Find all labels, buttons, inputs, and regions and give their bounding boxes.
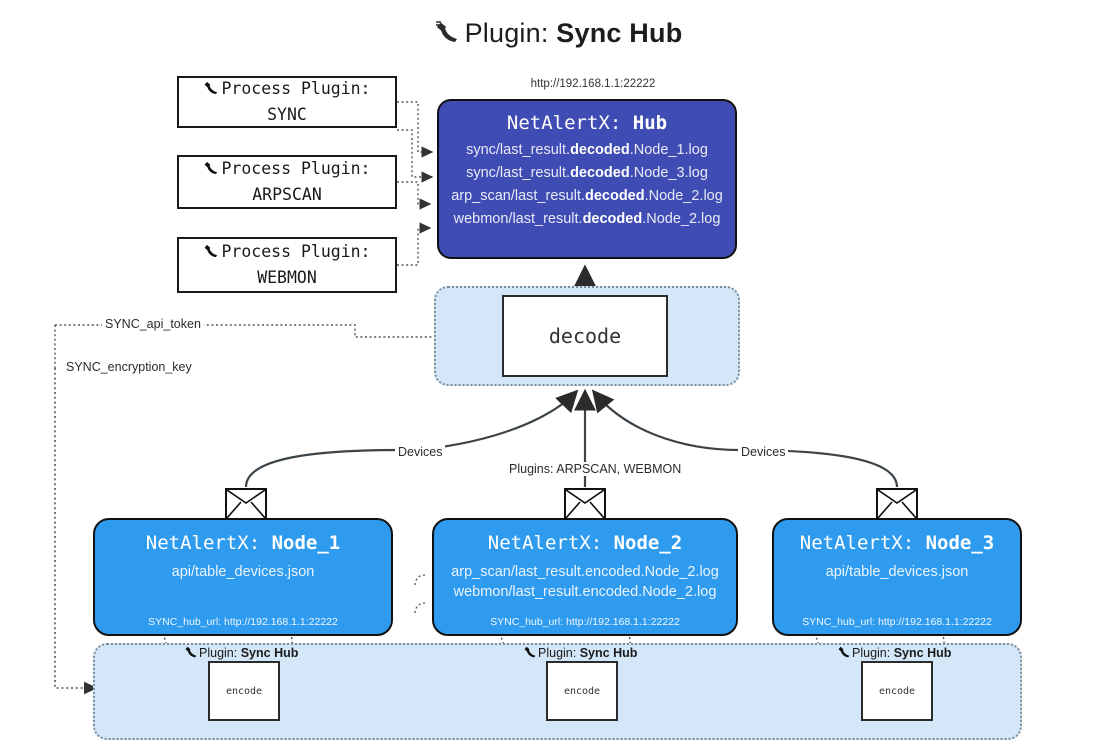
process-plugin-label: Process Plugin: <box>221 159 371 179</box>
setting-api-token-label: SYNC_api_token <box>102 317 204 331</box>
plug-icon <box>837 646 852 660</box>
node-title-name: Node_3 <box>925 532 995 554</box>
envelope-icon <box>225 488 267 520</box>
setting-encryption-key-label: SYNC_encryption_key <box>63 360 195 374</box>
log-em: decoded <box>584 188 645 204</box>
plug-icon <box>203 161 220 180</box>
encoder-plugin-tag-2: Plugin: Sync Hub <box>523 646 637 660</box>
hub-node[interactable]: NetAlertX: Hub sync/last_result.decoded.… <box>437 99 737 259</box>
node-title: NetAlertX: Node_3 <box>800 532 994 554</box>
envelope-icon <box>564 488 606 520</box>
plug-icon <box>523 646 538 660</box>
node-line-list: arp_scan/last_result.encoded.Node_2.log … <box>434 564 736 600</box>
node-title-prefix: NetAlertX: <box>145 532 261 554</box>
page-title: Plugin: Sync Hub <box>0 18 1117 52</box>
encoder-tag-prefix: Plugin: <box>538 646 577 660</box>
log-pre: arp_scan/last_result. <box>451 188 585 204</box>
encoder-tag-prefix: Plugin: <box>852 646 891 660</box>
decode-label: decode <box>548 324 622 348</box>
hub-url-label: http://192.168.1.1:22222 <box>530 78 656 90</box>
process-plugin-webmon[interactable]: Process Plugin: WEBMON <box>177 237 397 293</box>
process-plugin-name: ARPSCAN <box>252 185 322 204</box>
plug-icon <box>184 646 199 660</box>
node-title-prefix: NetAlertX: <box>799 532 915 554</box>
plug-icon <box>203 81 220 100</box>
process-plugin-name: SYNC <box>267 105 307 124</box>
encoder-tag-prefix: Plugin: <box>199 646 238 660</box>
log-post: .Node_3.log <box>629 165 708 181</box>
decode-box[interactable]: decode <box>502 295 668 377</box>
hub-log-item: arp_scan/last_result.decoded.Node_2.log <box>451 188 723 204</box>
encoder-plugin-tag-3: Plugin: Sync Hub <box>837 646 951 660</box>
edge-label-devices-right: Devices <box>738 445 789 459</box>
hub-title: NetAlertX: Hub <box>507 112 667 134</box>
node-title-name: Node_2 <box>613 532 683 554</box>
hub-log-item: sync/last_result.decoded.Node_3.log <box>466 165 708 181</box>
node-footer: SYNC_hub_url: http://192.168.1.1:22222 <box>802 616 992 628</box>
page-title-name: Sync Hub <box>556 18 683 48</box>
envelope-icon <box>876 488 918 520</box>
log-pre: sync/last_result. <box>466 165 571 181</box>
encode-label: encode <box>878 685 916 697</box>
log-post: .Node_1.log <box>629 142 708 158</box>
hub-log-item: webmon/last_result.decoded.Node_2.log <box>454 211 721 227</box>
process-plugin-label: Process Plugin: <box>221 79 371 99</box>
encoder-tag-name: Sync Hub <box>240 646 299 660</box>
node-line: api/table_devices.json <box>171 564 315 580</box>
log-em: decoded <box>582 211 643 227</box>
process-plugin-label: Process Plugin: <box>221 242 371 262</box>
hub-title-name: Hub <box>632 112 668 134</box>
log-em: decoded <box>570 142 630 158</box>
process-plugin-arpscan[interactable]: Process Plugin: ARPSCAN <box>177 155 397 209</box>
node-title: NetAlertX: Node_1 <box>146 532 340 554</box>
encode-box-2[interactable]: encode <box>546 661 618 721</box>
hub-title-prefix: NetAlertX: <box>506 112 622 134</box>
hub-log-item: sync/last_result.decoded.Node_1.log <box>466 142 708 158</box>
node-card-node-2[interactable]: NetAlertX: Node_2 arp_scan/last_result.e… <box>432 518 738 636</box>
node-card-node-3[interactable]: NetAlertX: Node_3 api/table_devices.json… <box>772 518 1022 636</box>
encoder-tag-name: Sync Hub <box>579 646 638 660</box>
log-pre: sync/last_result. <box>466 142 571 158</box>
node-footer: SYNC_hub_url: http://192.168.1.1:22222 <box>148 616 338 628</box>
process-plugin-sync[interactable]: Process Plugin: SYNC <box>177 76 397 128</box>
node-line: arp_scan/last_result.encoded.Node_2.log <box>451 564 719 580</box>
encoder-plugin-tag-1: Plugin: Sync Hub <box>184 646 298 660</box>
plug-icon <box>203 244 220 263</box>
log-post: .Node_2.log <box>644 188 723 204</box>
encode-box-3[interactable]: encode <box>861 661 933 721</box>
node-footer: SYNC_hub_url: http://192.168.1.1:22222 <box>490 616 680 628</box>
log-post: .Node_2.log <box>642 211 721 227</box>
node-line: webmon/last_result.encoded.Node_2.log <box>453 584 717 600</box>
edge-label-devices-left: Devices <box>395 445 446 459</box>
hub-log-list: sync/last_result.decoded.Node_1.log sync… <box>439 142 735 227</box>
node-line-list: api/table_devices.json <box>95 564 391 580</box>
encode-label: encode <box>563 685 601 697</box>
node-title: NetAlertX: Node_2 <box>488 532 682 554</box>
node-title-name: Node_1 <box>271 532 341 554</box>
edge-label-plugins-center: Plugins: ARPSCAN, WEBMON <box>506 462 685 476</box>
node-line: api/table_devices.json <box>825 564 969 580</box>
page-title-prefix: Plugin: <box>464 18 549 48</box>
process-plugin-name: WEBMON <box>257 268 317 287</box>
log-pre: webmon/last_result. <box>453 211 583 227</box>
encode-box-1[interactable]: encode <box>208 661 280 721</box>
log-em: decoded <box>570 165 630 181</box>
node-line-list: api/table_devices.json <box>774 564 1020 580</box>
node-card-node-1[interactable]: NetAlertX: Node_1 api/table_devices.json… <box>93 518 393 636</box>
plug-icon <box>435 21 461 52</box>
node-title-prefix: NetAlertX: <box>487 532 603 554</box>
encode-label: encode <box>225 685 263 697</box>
encoder-tag-name: Sync Hub <box>893 646 952 660</box>
